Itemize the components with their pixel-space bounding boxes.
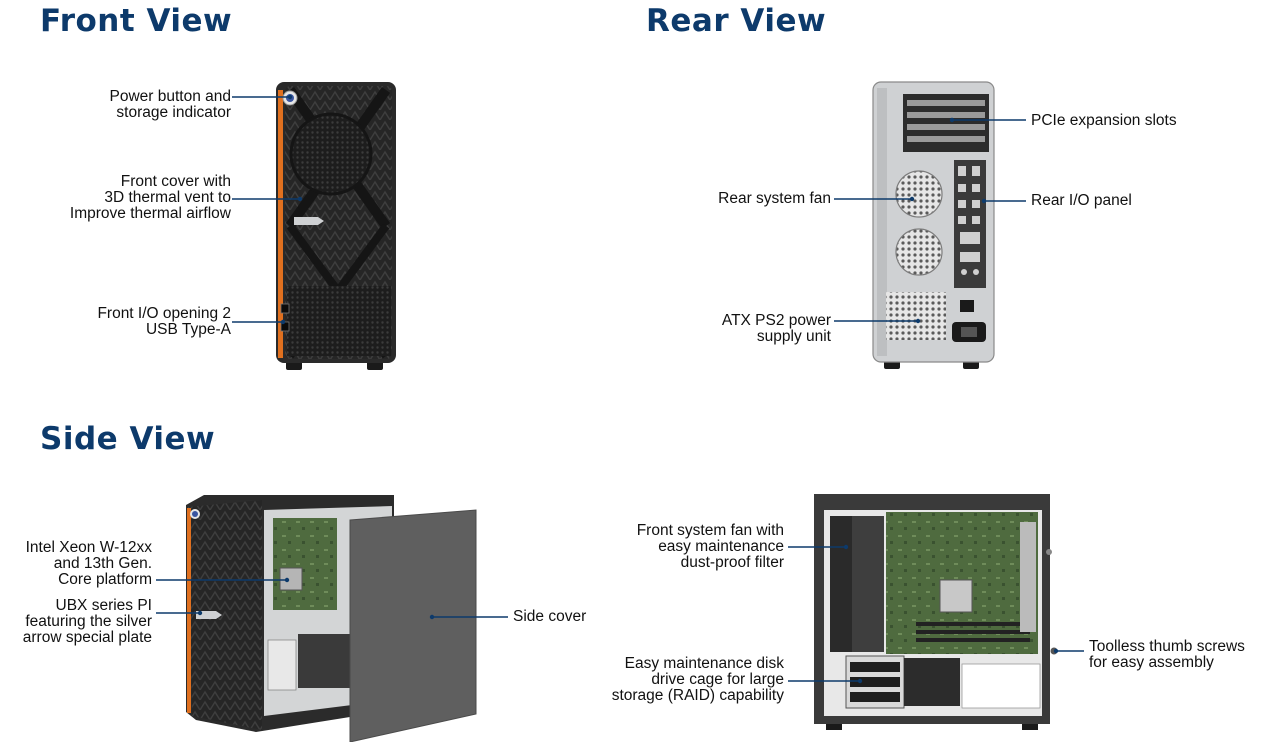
psu-vent (886, 292, 946, 340)
callout-cpu-platform: Intel Xeon W-12xx and 13th Gen. Core pla… (25, 539, 152, 588)
front-view-tower (276, 82, 396, 370)
side-view-tower (186, 495, 477, 742)
callout-front-fan: Front system fan with easy maintenance d… (636, 522, 784, 571)
usb-port-icon (280, 303, 290, 314)
callout-thumb-screws: Toolless thumb screws for easy assembly (1089, 638, 1245, 671)
motherboard (273, 518, 337, 610)
front-fan-bracket (830, 516, 852, 652)
callout-power-button: Power button and storage indicator (109, 88, 231, 121)
front-fan-vent (291, 114, 371, 194)
callout-rear-fan: Rear system fan (718, 190, 831, 207)
callout-psu: ATX PS2 power supply unit (721, 312, 831, 345)
silver-arrow-plate (294, 217, 324, 225)
callout-side-cover: Side cover (513, 608, 587, 625)
side-view-title: Side View (40, 421, 216, 457)
callout-pcie-slots: PCIe expansion slots (1031, 112, 1177, 129)
interior-view-tower (814, 494, 1058, 730)
rear-view-tower (872, 81, 995, 369)
rear-fan-icon (895, 170, 943, 218)
callout-rear-io: Rear I/O panel (1031, 192, 1132, 209)
callout-front-io: Front I/O opening 2 USB Type-A (97, 305, 231, 338)
front-view-title: Front View (40, 3, 233, 39)
callout-drive-cage: Easy maintenance disk drive cage for lar… (611, 655, 784, 704)
side-cover-panel (349, 509, 477, 742)
cpu-socket-icon (279, 567, 303, 591)
callout-front-cover: Front cover with 3D thermal vent to Impr… (69, 173, 231, 222)
rear-view-title: Rear View (646, 3, 827, 39)
callout-ubx-plate: UBX series PI featuring the silver arrow… (22, 597, 152, 646)
callout-lines (156, 94, 1084, 684)
orange-accent-stripe (278, 90, 283, 358)
